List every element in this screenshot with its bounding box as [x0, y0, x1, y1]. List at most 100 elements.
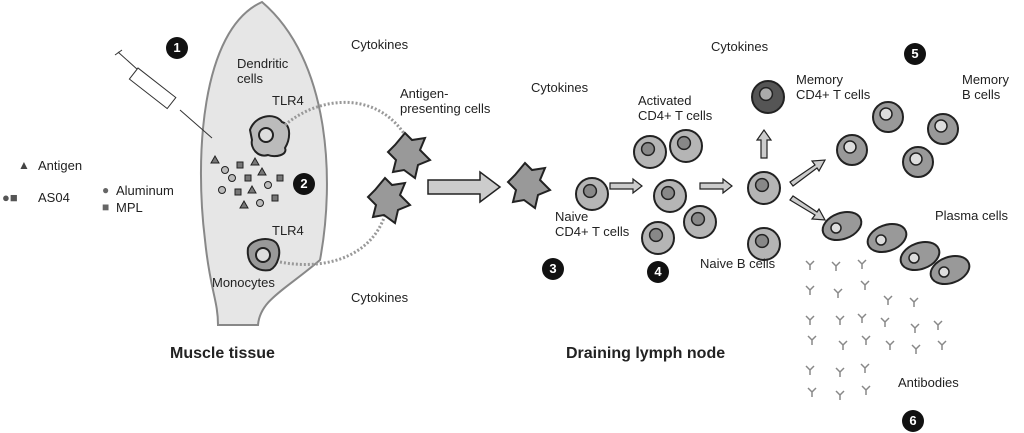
label-apc: Antigen- presenting cells: [400, 86, 491, 116]
label-activated-t: Activated CD4+ T cells: [638, 93, 713, 123]
big-arrow-icon: [427, 170, 502, 204]
label-antibodies: Antibodies: [898, 375, 959, 390]
lymphocyte-cell: [669, 129, 703, 163]
lymphocyte-cell: [653, 179, 687, 213]
label-naive-b: Naive B cells: [700, 256, 776, 271]
mpl-particle: [276, 174, 284, 182]
legend-mpl: MPL: [116, 200, 143, 215]
section-muscle-tissue: Muscle tissue: [170, 345, 275, 362]
antibody-icon: [857, 259, 867, 269]
plasma-cell: [929, 254, 971, 286]
aluminum-particle: [218, 186, 226, 194]
antibody-icon: [835, 390, 845, 400]
antigen-particle: [239, 199, 249, 209]
aluminum-particle: [228, 174, 236, 182]
label-plasma-cells: Plasma cells: [935, 208, 1008, 223]
label-cytokines-2: Cytokines: [351, 290, 409, 305]
antigen-particle: [247, 184, 257, 194]
cytokine-stream-top: [284, 100, 410, 141]
lymphocyte-cell: [747, 227, 781, 261]
antibody-icon: [911, 344, 921, 354]
antibody-icon: [805, 365, 815, 375]
antibody-icon: [880, 317, 890, 327]
step-2-badge: 2: [293, 173, 315, 195]
step-1-badge: 1: [166, 37, 188, 59]
mpl-particle: [244, 174, 252, 182]
step-4-badge: 4: [647, 261, 669, 283]
step-5-badge: 5: [904, 43, 926, 65]
label-monocytes: Monocytes: [212, 275, 275, 290]
mpl-particle: [271, 194, 279, 202]
label-naive-t: Naive CD4+ T cells: [555, 209, 630, 239]
apc-cells: [366, 131, 552, 225]
antibody-icon: [910, 323, 920, 333]
plasma-cell: [821, 210, 863, 242]
as04-icon: ●■: [2, 190, 18, 205]
muscle-tissue-shape: [199, 0, 328, 326]
antibody-icon: [807, 335, 817, 345]
aluminum-particle: [256, 199, 264, 207]
lymphocytes: [575, 80, 971, 286]
antigen-particle: [210, 154, 220, 164]
mpl-particle: [234, 188, 242, 196]
cytokine-stream-bottom: [279, 214, 387, 266]
antibody-icon: [885, 340, 895, 350]
label-cytokines-3: Cytokines: [531, 80, 589, 95]
syringe-icon: [114, 49, 213, 139]
small-arrows: [609, 128, 827, 221]
antibody-icon: [807, 387, 817, 397]
step-3-badge: 3: [542, 258, 564, 280]
antibody-icon: [857, 313, 867, 323]
antigen-particle: [250, 156, 260, 166]
mpl-particle: [236, 161, 244, 169]
label-tlr4-bottom: TLR4: [272, 223, 304, 238]
antibody-icon: [861, 385, 871, 395]
antibody-cluster: [805, 259, 947, 400]
antibody-icon: [838, 340, 848, 350]
aluminum-particle: [221, 166, 229, 174]
antibody-icon: [835, 367, 845, 377]
antibody-icon: [805, 315, 815, 325]
mpl-icon: ■: [102, 200, 110, 214]
dendritic-cell-icon: [248, 115, 291, 158]
section-lymph-node: Draining lymph node: [566, 345, 726, 362]
lymphocyte-cell: [683, 205, 717, 239]
aluminum-icon: ●: [102, 183, 110, 197]
adjuvant-particles: [210, 154, 284, 209]
memory-t-cell: [751, 80, 785, 114]
antigen-triangle-icon: ▲: [18, 158, 30, 172]
memory-b-cell: [927, 113, 959, 145]
aluminum-particle: [264, 181, 272, 189]
lymphocyte-cell: [641, 221, 675, 255]
antibody-icon: [805, 285, 815, 295]
antigen-particle: [257, 166, 267, 176]
lymphocyte-cell: [575, 177, 609, 211]
label-memory-b: Memory B cells: [962, 72, 1009, 102]
antibody-icon: [805, 260, 815, 270]
legend-antigen: Antigen: [38, 158, 83, 173]
memory-b-cell: [872, 101, 904, 133]
antibody-icon: [835, 315, 845, 325]
label-cytokines-4: Cytokines: [711, 39, 769, 54]
label-tlr4-top: TLR4: [272, 93, 304, 108]
antibody-icon: [860, 280, 870, 290]
memory-b-cell: [902, 146, 934, 178]
label-cytokines-1: Cytokines: [351, 37, 409, 52]
step-6-badge: 6: [902, 410, 924, 432]
antibody-icon: [933, 320, 943, 330]
antibody-icon: [861, 335, 871, 345]
monocyte-icon: [246, 238, 281, 272]
antibody-icon: [833, 288, 843, 298]
antibody-icon: [831, 261, 841, 271]
label-dendritic-cells: Dendritic cells: [237, 56, 289, 86]
label-memory-t: Memory CD4+ T cells: [796, 72, 871, 102]
antibody-icon: [909, 297, 919, 307]
memory-b-cell: [836, 134, 868, 166]
legend-aluminum: Aluminum: [116, 183, 174, 198]
antibody-icon: [860, 363, 870, 373]
legend-as04: AS04: [38, 190, 70, 205]
lymphocyte-cell: [747, 171, 781, 205]
lymphocyte-cell: [633, 135, 667, 169]
